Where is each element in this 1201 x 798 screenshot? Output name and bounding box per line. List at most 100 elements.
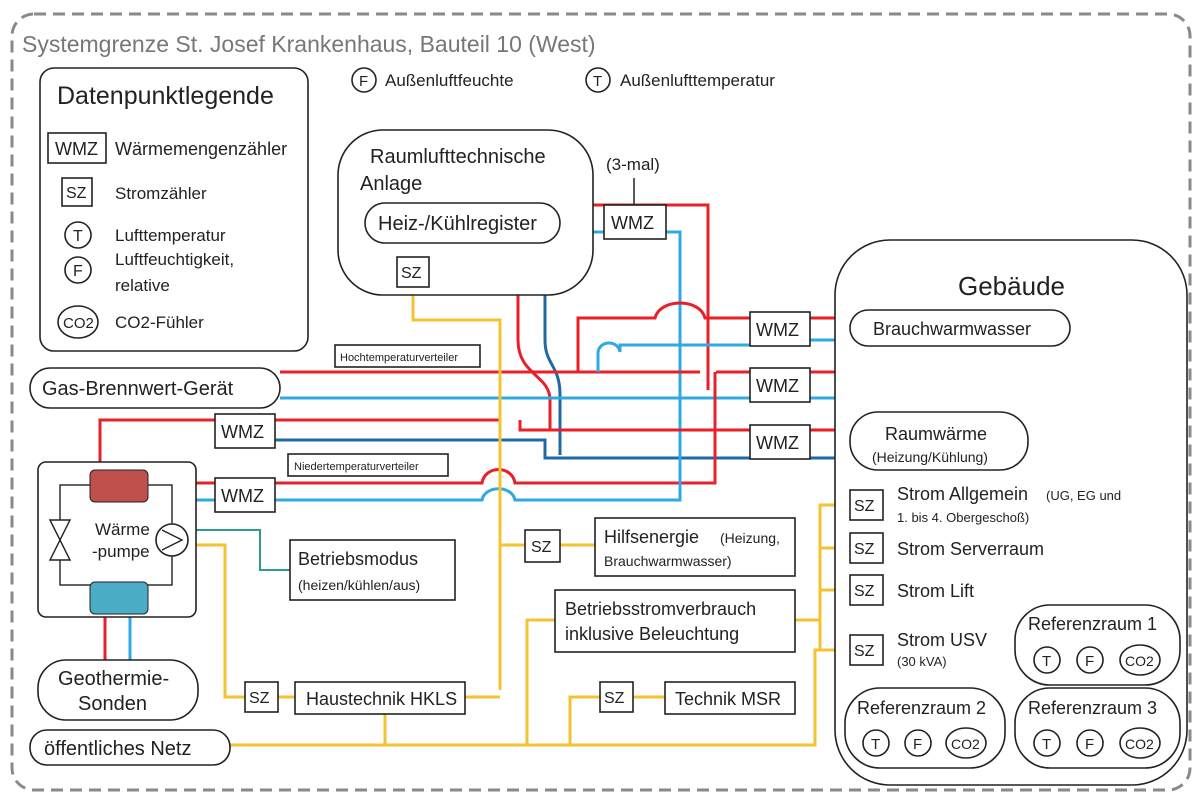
cable-hp xyxy=(195,543,245,699)
usv-label: Strom USV xyxy=(897,630,987,650)
usv-sz-box xyxy=(849,634,884,666)
msr-sz-box xyxy=(599,681,634,713)
outdoor-t-symbol: T xyxy=(593,73,602,90)
legend-f-symbol: F xyxy=(73,263,83,280)
ref2-label: Referenzraum 2 xyxy=(857,698,986,718)
ref1-t-symbol: T xyxy=(1042,653,1051,670)
hkls-label: Haustechnik HKLS xyxy=(306,689,457,709)
heatpump-label2: -pumpe xyxy=(92,542,150,561)
grid-box xyxy=(29,729,231,766)
lowtemp-label-box xyxy=(287,453,449,477)
geo-label1: Geothermie- xyxy=(58,668,169,690)
usv-sz-symbol: SZ xyxy=(854,643,875,660)
legend-sz-box xyxy=(61,177,93,207)
server-sz-symbol: SZ xyxy=(854,541,875,558)
wmz-raumwaerme-left-label: WMZ xyxy=(221,422,264,442)
hkls-sz-box xyxy=(244,681,279,713)
gas-box xyxy=(29,367,281,409)
cable-rlt-sz xyxy=(411,290,502,690)
legend-wmz-symbol: WMZ xyxy=(55,139,98,159)
heatpump-condenser xyxy=(89,469,149,503)
betrieb-label1: Betriebsstromverbrauch xyxy=(565,599,756,619)
outdoor-f-symbol: F xyxy=(359,73,368,90)
betrieb-label2: inklusive Beleuchtung xyxy=(565,624,739,644)
ref1-t-circle xyxy=(1033,646,1061,674)
ref2-f-symbol: F xyxy=(913,736,922,753)
wmz-bww xyxy=(749,311,811,347)
ref1-co2-symbol: CO2 xyxy=(1125,653,1154,669)
wmz-raumwaerme-right-label: WMZ xyxy=(756,433,799,453)
server-sz-box xyxy=(849,532,884,564)
rlt-register-box xyxy=(364,202,561,244)
system-boundary xyxy=(10,12,1192,792)
pipe-rlt-blue xyxy=(560,230,682,455)
compressor-icon xyxy=(155,523,189,557)
strom-allg-sz-box xyxy=(849,489,884,521)
ref2-co2-symbol: CO2 xyxy=(951,736,980,752)
lowtemp-label: Niedertemperaturverteiler xyxy=(294,461,419,473)
ref2-t-circle xyxy=(862,729,890,757)
legend-wmz-label: Wärmemengenzähler xyxy=(115,139,287,159)
gas-label: Gas-Brennwert-Gerät xyxy=(42,378,234,400)
diagram-title: Systemgrenze St. Josef Krankenhaus, Baut… xyxy=(22,31,596,57)
ref3-t-symbol: T xyxy=(1042,736,1051,753)
cable-betrieb xyxy=(525,618,820,745)
ref1-f-circle xyxy=(1076,646,1104,674)
rlt-title2: Anlage xyxy=(360,173,422,195)
heatpump-label1: Wärme xyxy=(95,520,150,539)
pipe-raumwaerme-red xyxy=(98,418,850,470)
rlt-register-label: Heiz-/Kühlregister xyxy=(378,213,537,235)
legend-t-circle xyxy=(64,221,92,249)
ref3-label: Referenzraum 3 xyxy=(1028,698,1157,718)
hilfs-label2: Brauchwarmwasser) xyxy=(604,553,732,569)
hilfs-box xyxy=(594,517,796,577)
legend-box xyxy=(39,67,309,352)
ref3-t-circle xyxy=(1033,729,1061,757)
msr-sz-symbol: SZ xyxy=(604,690,625,707)
hkls-sz-symbol: SZ xyxy=(249,690,270,707)
legend-co2-circle xyxy=(57,305,99,339)
outdoor-t-label: Außenlufttemperatur xyxy=(620,71,775,90)
compressor-arrow-icon xyxy=(161,529,184,551)
msr-box xyxy=(664,681,796,715)
ref3-co2-symbol: CO2 xyxy=(1125,736,1154,752)
rlt-count: (3-mal) xyxy=(606,155,660,174)
legend-sz-label: Stromzähler xyxy=(115,184,207,203)
raumwaerme-label1: Raumwärme xyxy=(885,424,987,444)
hightemp-label-box xyxy=(334,344,481,368)
server-label: Strom Serverraum xyxy=(897,539,1044,559)
wmz-bww-label: WMZ xyxy=(756,320,799,340)
legend-heading: Datenpunktlegende xyxy=(57,82,274,110)
bww-label: Brauchwarmwasser xyxy=(873,319,1031,339)
legend-t-symbol: T xyxy=(73,228,83,245)
grid-label: öffentliches Netz xyxy=(44,738,192,760)
geo-label2: Sonden xyxy=(78,693,147,715)
strom-allg-sz-symbol: SZ xyxy=(854,498,875,515)
expansion-valve-icon xyxy=(48,519,72,561)
wmz-lowtemp xyxy=(214,477,276,513)
betrieb-box xyxy=(554,589,796,653)
usv-note: (30 kVA) xyxy=(897,654,947,669)
ref1-co2-circle xyxy=(1119,644,1161,676)
hilfs-sz-box xyxy=(524,529,561,563)
hilfs-label1: Hilfsenergie xyxy=(604,527,699,547)
raumwaerme-box xyxy=(849,411,1029,471)
hightemp-label: Hochtemperaturverteiler xyxy=(340,352,458,364)
ref2-co2-circle xyxy=(945,727,987,759)
hkls-box xyxy=(294,681,466,715)
legend-f-circle xyxy=(64,256,92,284)
outdoor-t-circle xyxy=(585,67,611,93)
lift-label: Strom Lift xyxy=(897,581,974,601)
strom-allg-note1: (UG, EG und xyxy=(1046,488,1121,503)
ref1-label: Referenzraum 1 xyxy=(1028,614,1157,634)
betriebsmodus-box xyxy=(289,539,456,601)
ref2-f-circle xyxy=(904,729,932,757)
legend-t-label: Lufttemperatur xyxy=(115,226,226,245)
rlt-wmz-symbol: WMZ xyxy=(611,213,654,233)
betriebsmodus-label2: (heizen/kühlen/aus) xyxy=(298,577,420,593)
pipe-hightemp-dblue xyxy=(543,240,562,455)
outdoor-f-circle xyxy=(351,67,377,93)
legend-co2-symbol: CO2 xyxy=(63,315,94,332)
legend-f-label: Luftfeuchtigkeit, xyxy=(115,250,234,269)
